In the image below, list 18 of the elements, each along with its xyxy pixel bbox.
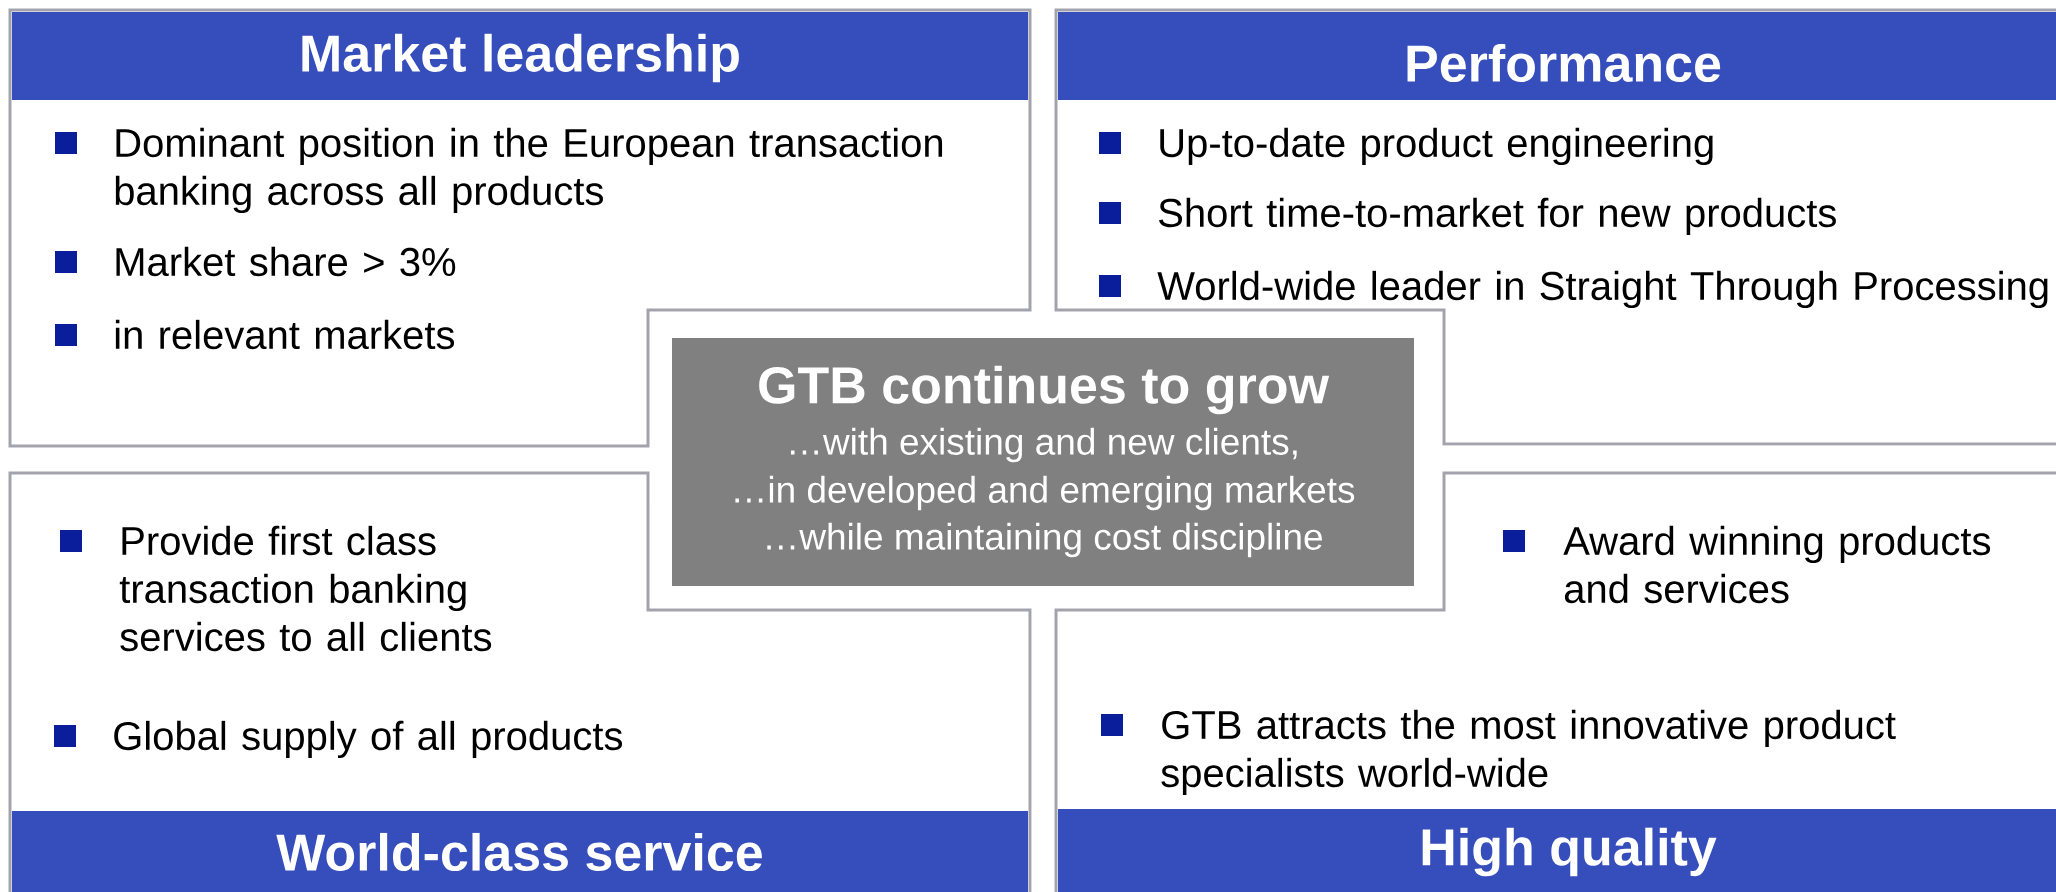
bullet-text: Global supply of all products: [114, 720, 623, 759]
bullet-text: World-wide leader in Straight Through Processing: [1157, 270, 2048, 309]
bullet-text: GTB attracts the most innovative product specialists world-wide: [1161, 709, 1896, 796]
heading-band: World-class service: [12, 811, 1028, 892]
center-line: …with existing and new clients,: [790, 427, 1297, 463]
bullet-text: Up-to-date product engineering: [1160, 127, 1713, 166]
bullet-text: Short time-to-market for new products: [1159, 197, 1836, 236]
center-line: …in developed and emerging markets: [735, 475, 1355, 511]
heading-band: Performance: [1058, 12, 2056, 100]
heading-band: High quality: [1058, 809, 2056, 892]
bullet-text: Market share > 3%: [116, 246, 456, 277]
bullet-text: Award winning products and services: [1563, 525, 1991, 604]
heading-band: Market leadership: [12, 12, 1028, 100]
center-title: GTB continues to grow: [759, 365, 1330, 415]
bullet-text: Provide first class transaction banking services to all clients: [119, 525, 492, 652]
bullet-text: in relevant markets: [115, 319, 455, 350]
center-line: …while maintaining cost discipline: [767, 522, 1322, 558]
bullet-text: Dominant position in the European transaction banking across all products: [115, 127, 943, 214]
